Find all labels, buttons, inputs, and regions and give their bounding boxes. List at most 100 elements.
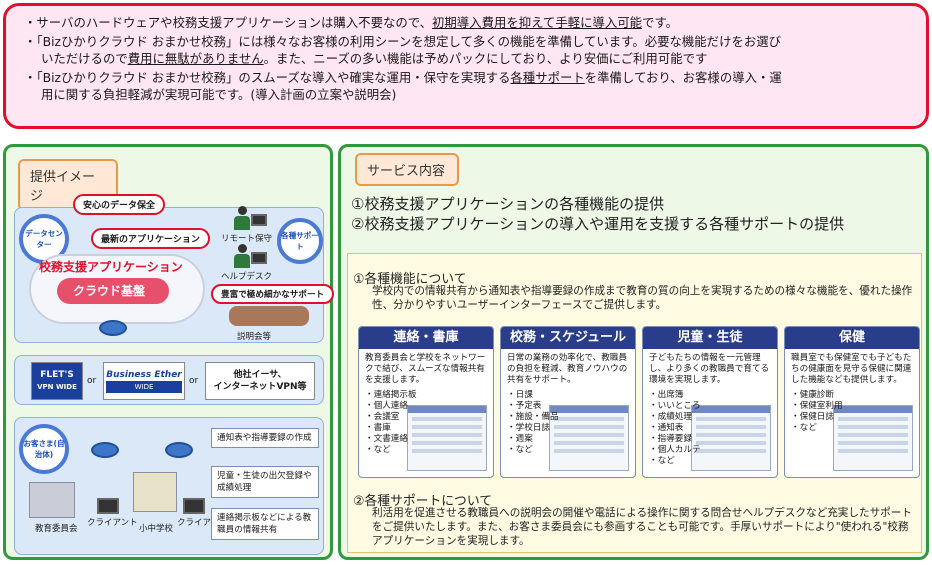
functions-body: 学校内での情報共有から通知表や指導要録の作成まで教育の質の向上を実現するための様…: [372, 285, 913, 311]
card-school-affairs: 校務・スケジュール 日常の業務の効率化で、教職員の負担を軽減、教育ノウハウの共有…: [500, 326, 636, 478]
card-feature-list: 出席簿 いいところ 成績処理 通知表 指導要録 個人カルテ など: [649, 390, 771, 467]
router-icon: [99, 320, 127, 336]
benefit-text: ・「Bizひかりクラウド おまかせ校務」のスムーズな導入や確実な運用・保守を実現…: [24, 70, 511, 85]
card-feature: 書庫: [365, 423, 487, 434]
card-feature: 通知表: [649, 423, 771, 434]
card-desc: 日常の業務の効率化で、教職員の負担を軽減、教育ノウハウの共有をサポート。: [507, 353, 628, 385]
card-feature: 個人連絡: [365, 401, 487, 412]
other-line2: インターネットVPN等: [213, 382, 307, 392]
card-feature: 健康診断: [791, 390, 913, 401]
card-feature: 施設・備品: [507, 412, 629, 423]
flets-vpn-logo: FLET'S VPN WIDE: [31, 362, 83, 400]
other-line1: 他社イーサ、: [233, 370, 287, 380]
latest-app-pill: 最新のアプリケーション: [91, 228, 210, 249]
card-feature: 予定表: [507, 401, 629, 412]
client-label: クライアント: [87, 518, 138, 528]
card-feature: など: [791, 423, 913, 434]
card-feature: いいところ: [649, 401, 771, 412]
client-pc-icon: [183, 498, 205, 514]
card-body: 子どもたちの情報を一元管理し、より多くの教職員で育てる環境を実現します。 出席簿…: [643, 349, 777, 477]
customer-zone: お客さま(自治体) 教育委員会 クライアント 小中学校 クライアント 通知表や指…: [14, 417, 324, 555]
benefit-text-indent: 用に関する負担軽減が実現可能です。(導入計画の立案や説明会): [41, 87, 397, 102]
card-feature: など: [649, 456, 771, 467]
card-contact-library: 連絡・書庫 教育委員会と学校をネットワークで結び、スムーズな情報共有を支援します…: [358, 326, 494, 478]
card-feature: 成績処理: [649, 412, 771, 423]
headline-support: ②校務支援アプリケーションの導入や運用を支援する各種サポートの提供: [351, 215, 845, 233]
monitor-icon: [251, 252, 267, 264]
flets-line2: VPN WIDE: [37, 383, 77, 391]
benefit-text: です。: [642, 15, 678, 30]
card-desc: 教育委員会と学校をネットワークで結び、スムーズな情報共有を支援します。: [365, 353, 486, 385]
support-body: 利活用を促進させる教職員への説明会の開催や電話による操作に関する問合せヘルプデス…: [372, 507, 912, 547]
school-label: 小中学校: [139, 524, 174, 534]
or-label: or: [87, 376, 97, 386]
card-students: 児童・生徒 子どもたちの情報を一元管理し、より多くの教職員で育てる環境を実現しま…: [642, 326, 778, 478]
flets-line1: FLET'S: [40, 370, 74, 380]
data-safe-pill: 安心のデータ保全: [73, 194, 166, 215]
client-label: クライアント: [177, 518, 228, 528]
card-desc: 子どもたちの情報を一元管理し、より多くの教職員で育てる環境を実現します。: [649, 353, 770, 385]
building-icon: [29, 482, 75, 518]
monitor-icon: [251, 214, 267, 226]
card-feature: 連絡掲示板: [365, 390, 487, 401]
benefit-highlight: 費用に無駄がありません: [127, 51, 264, 66]
note-info-sharing: 連絡掲示板などによる教職員の情報共有: [211, 508, 319, 540]
functions-title: ①各種機能について: [353, 272, 467, 287]
card-feature: 出席簿: [649, 390, 771, 401]
card-body: 日常の業務の効率化で、教職員の負担を軽減、教育ノウハウの共有をサポート。 日課 …: [501, 349, 635, 477]
card-feature: 学校日誌: [507, 423, 629, 434]
card-feature: 文書連絡: [365, 434, 487, 445]
seminar-label: 説明会等: [237, 332, 272, 342]
benefit-support: ・「Bizひかりクラウド おまかせ校務」のスムーズな導入や確実な運用・保守を実現…: [24, 69, 912, 103]
card-desc: 職員室でも保健室でも子どもたちの健康面を見守る保健に関連した機能なども提供します…: [791, 353, 912, 385]
or-label: or: [189, 376, 199, 386]
note-attendance: 児童・生徒の出欠登録や成績処理: [211, 466, 319, 498]
card-feature: など: [365, 445, 487, 456]
card-feature: 保健日誌: [791, 412, 913, 423]
card-feature: 個人カルテ: [649, 445, 771, 456]
provision-image-panel: 提供イメージ 安心のデータ保全 データセンター 最新のアプリケーション 校務支援…: [3, 144, 335, 560]
router-icon: [91, 442, 119, 458]
other-network-box: 他社イーサ、インターネットVPN等: [205, 362, 315, 400]
headline-functions: ①校務支援アプリケーションの各種機能の提供: [351, 195, 665, 213]
benefit-functions: ・「Bizひかりクラウド おまかせ校務」には様々なお客様の利用シーンを想定して多…: [24, 33, 912, 67]
support-badge: 各種サポート: [277, 218, 323, 264]
board-label: 教育委員会: [35, 524, 78, 534]
cloud-base-label: クラウド基盤: [73, 284, 146, 298]
client-pc-icon: [97, 498, 119, 514]
benefit-cost: ・サーバのハードウェアや校務支援アプリケーションは購入不要なので、初期導入費用を…: [24, 14, 912, 31]
card-feature: 日課: [507, 390, 629, 401]
benefit-text: ・「Bizひかりクラウド おまかせ校務」には様々なお客様の利用シーンを想定して多…: [24, 34, 782, 49]
person-icon: [233, 244, 251, 270]
benefit-highlight: 各種サポート: [510, 70, 585, 85]
note-report-card: 通知表や指導要録の作成: [211, 428, 319, 448]
service-content-panel: サービス内容 ①校務支援アプリケーションの各種機能の提供 ②校務支援アプリケーシ…: [338, 144, 929, 560]
remote-maintenance-label: リモート保守: [221, 234, 273, 244]
datacenter-badge: データセンター: [19, 214, 69, 264]
support-pill: 豊富で極め細かなサポート: [211, 284, 335, 304]
card-body: 職員室でも保健室でも子どもたちの健康面を見守る保健に関連した機能なども提供します…: [785, 349, 919, 477]
benefit-highlight: 初期導入費用を抑えて手軽に導入可能: [432, 15, 643, 30]
app-title: 校務支援アプリケーション: [39, 260, 183, 274]
card-feature: 保健室利用: [791, 401, 913, 412]
benefit-text: を準備しており、お客様の導入・運: [584, 70, 782, 85]
card-feature-list: 連絡掲示板 個人連絡 会議室 書庫 文書連絡 など: [365, 390, 487, 456]
card-feature-list: 日課 予定表 施設・備品 学校日誌 週案 など: [507, 390, 629, 456]
benefit-text: 。また、ニーズの多い機能は予めパックにしており、より安価にご利用可能です: [263, 51, 708, 66]
support-title: ②各種サポートについて: [353, 494, 493, 509]
datacenter-zone: 安心のデータ保全 データセンター 最新のアプリケーション 校務支援アプリケーショ…: [14, 194, 335, 343]
card-feature-list: 健康診断 保健室利用 保健日誌 など: [791, 390, 913, 434]
be-line2: WIDE: [106, 381, 182, 393]
helpdesk-label: ヘルプデスク: [221, 272, 273, 282]
customer-badge: お客さま(自治体): [19, 424, 69, 474]
card-feature: など: [507, 445, 629, 456]
person-icon: [233, 206, 251, 232]
benefit-text: ・サーバのハードウェアや校務支援アプリケーションは購入不要なので、: [24, 15, 433, 30]
router-icon: [165, 442, 193, 458]
benefit-text-indent: いただけるので費用に無駄がありません。また、ニーズの多い機能は予めパックにしてお…: [24, 50, 912, 67]
card-health: 保健 職員室でも保健室でも子どもたちの健康面を見守る保健に関連した機能なども提供…: [784, 326, 920, 478]
be-line1: Business Ether: [106, 370, 182, 380]
card-body: 教育委員会と学校をネットワークで結び、スムーズな情報共有を支援します。 連絡掲示…: [359, 349, 493, 477]
